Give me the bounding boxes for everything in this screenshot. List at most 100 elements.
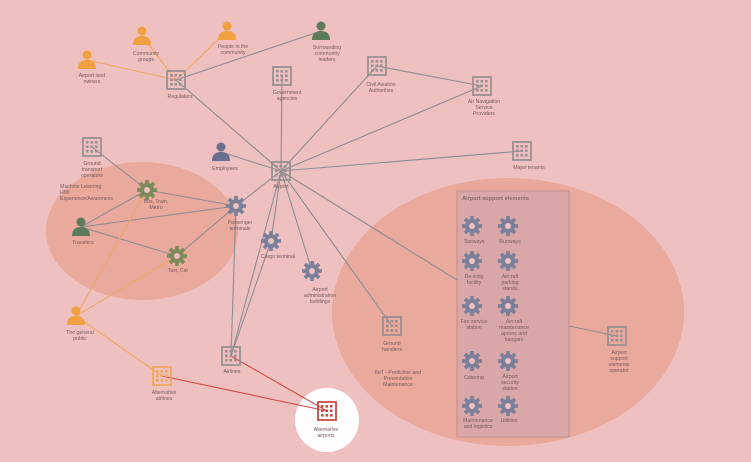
edge-support_operator-panel: [568, 325, 618, 337]
edge-passenger_terminals-airlines: [230, 205, 237, 357]
node-label-machine-learning: Machine Learning HMI Experience/Awarenes…: [60, 184, 113, 202]
node-label-passenger-terminals: Passenger terminals: [227, 220, 253, 232]
edge-airport-ground_handlers: [280, 170, 393, 327]
edge-travelers-bus_train_metro: [80, 189, 148, 228]
edge-airport-airlines: [230, 170, 282, 357]
node-label-airport-land-owners: Airport land owners: [78, 73, 106, 85]
edge-airport-cargo_terminal: [270, 170, 282, 242]
passenger-terminals-gear-icon: [226, 196, 246, 216]
runways-gear-icon: [498, 216, 518, 236]
node-label-taxi-car: Taxi, Car: [167, 268, 189, 274]
node-label-taxiways: Taxiways: [463, 239, 485, 245]
node-label-bus-train-metro: Bus, Train, Metro: [143, 199, 169, 211]
edge-civil_aviation-airport: [280, 65, 378, 172]
airlines-building-icon: [221, 346, 241, 366]
node-label-alternative-airlines: Alternative airlines: [151, 390, 177, 402]
node-label-people-in-community: People in the community: [217, 44, 249, 56]
node-label-surrounding-leaders: Surrounding community leaders: [312, 45, 342, 63]
edge-employees-airport: [220, 151, 282, 172]
edge-major_tenants-airport: [280, 150, 523, 172]
airport-land-owners-person-icon: [78, 50, 96, 69]
edge-air_navigation-airport: [280, 85, 483, 172]
edge-alternative_airlines-alternative_airports: [161, 375, 328, 412]
edge-regulators-airport: [175, 79, 282, 172]
node-label-utilities: Utilities: [500, 418, 518, 424]
node-label-aircraft-parking: Aircraft parking stands: [501, 274, 519, 292]
node-label-airlines: Airlines: [223, 369, 241, 375]
government-agencies-building-icon: [272, 66, 292, 86]
node-label-de-icing: De-icing facility: [464, 274, 484, 286]
edge-airport-airport_admin: [280, 170, 313, 272]
edge-airlines-alternative_airports: [230, 355, 328, 412]
alternative-airports-building-icon: [317, 401, 337, 421]
regulators-building-icon: [166, 70, 186, 90]
node-label-maintenance-logistics: Maintenance and logistics: [463, 418, 493, 430]
edge-airport-panel: [280, 170, 458, 281]
people-in-community-person-icon: [218, 21, 236, 40]
node-label-security-station: Airport security station: [501, 374, 519, 392]
maintenance-logistics-gear-icon: [462, 396, 482, 416]
community-groups-person-icon: [133, 26, 151, 45]
taxi-car-gear-icon: [167, 246, 187, 266]
ground-transport-building-icon: [82, 137, 102, 157]
surrounding-leaders-person-icon: [312, 21, 330, 40]
edge-civil_aviation-air_navigation: [376, 65, 483, 87]
alternative-airlines-building-icon: [152, 366, 172, 386]
airport-admin-gear-icon: [302, 261, 322, 281]
de-icing-gear-icon: [462, 251, 482, 271]
node-label-catering: Catering: [464, 375, 484, 381]
node-label-fire-station: Fire service station: [460, 319, 488, 331]
ground-access-region: [46, 162, 238, 300]
bus-train-metro-gear-icon: [137, 180, 157, 200]
employees-person-icon: [212, 142, 230, 161]
node-label-support-operator: Airport support elements operator: [608, 350, 630, 374]
support-operator-building-icon: [607, 326, 627, 346]
node-label-runways: Runways: [499, 239, 521, 245]
civil-aviation-building-icon: [367, 56, 387, 76]
node-label-ground-transport: Ground transport operators: [81, 161, 103, 179]
edge-airport_land_owners-regulators: [86, 59, 177, 81]
edge-travelers-taxi_car: [80, 226, 178, 257]
node-label-major-tenants: Major tenants: [513, 165, 545, 171]
ground-handlers-building-icon: [382, 316, 402, 336]
catering-gear-icon: [462, 351, 482, 371]
node-label-travelers: Travelers: [72, 240, 94, 246]
aircraft-maintenance-gear-icon: [498, 296, 518, 316]
airport-building-icon: [271, 161, 291, 181]
cargo-terminal-gear-icon: [261, 231, 281, 251]
panel-title: Airport support elements: [462, 196, 529, 202]
security-station-gear-icon: [498, 351, 518, 371]
edge-general_public-alternative_airlines: [75, 315, 163, 377]
edge-bus_train_metro-passenger_terminals: [146, 189, 237, 207]
taxiways-gear-icon: [462, 216, 482, 236]
travelers-person-icon: [72, 217, 90, 236]
node-label-air-navigation: Air Navigation Service Providers: [467, 99, 501, 117]
edge-travelers-passenger_terminals: [80, 205, 237, 228]
node-label-regulators: Regulators: [167, 94, 193, 100]
node-label-community-groups: Community groups: [132, 51, 160, 63]
node-label-ground-handlers: Ground handlers: [382, 341, 402, 353]
node-label-alternative-airports: Alternative airports: [313, 427, 339, 439]
edge-taxi_car-passenger_terminals: [176, 205, 237, 257]
node-label-aircraft-maintenance: Aircraft maintenance aprons and hangars: [499, 319, 529, 343]
edge-cargo_terminal-airlines: [230, 240, 272, 357]
node-label-government-agencies: Government agencies: [272, 90, 302, 102]
edge-general_public-taxi_car: [75, 255, 178, 317]
node-label-cargo-terminal: Cargo terminal: [260, 254, 296, 260]
fire-station-gear-icon: [462, 296, 482, 316]
node-label-civil-aviation: Civil Aviation Authorities: [366, 82, 396, 94]
general-public-person-icon: [67, 306, 85, 325]
utilities-gear-icon: [498, 396, 518, 416]
node-label-airport: Airport: [273, 184, 289, 190]
major-tenants-building-icon: [512, 141, 532, 161]
edge-general_public-bus_train_metro: [75, 189, 148, 317]
air-navigation-building-icon: [472, 76, 492, 96]
aircraft-parking-gear-icon: [498, 251, 518, 271]
node-label-iiot: IIoT - Predictive and Preventative Maint…: [374, 370, 422, 388]
node-label-airport-admin: Airport administration buildings: [303, 287, 337, 305]
edge-government_agencies-airport: [280, 75, 283, 172]
edge-surrounding_leaders-regulators: [175, 30, 322, 81]
node-label-general-public: The general public: [66, 330, 94, 342]
node-label-employees: Employees: [212, 166, 238, 172]
